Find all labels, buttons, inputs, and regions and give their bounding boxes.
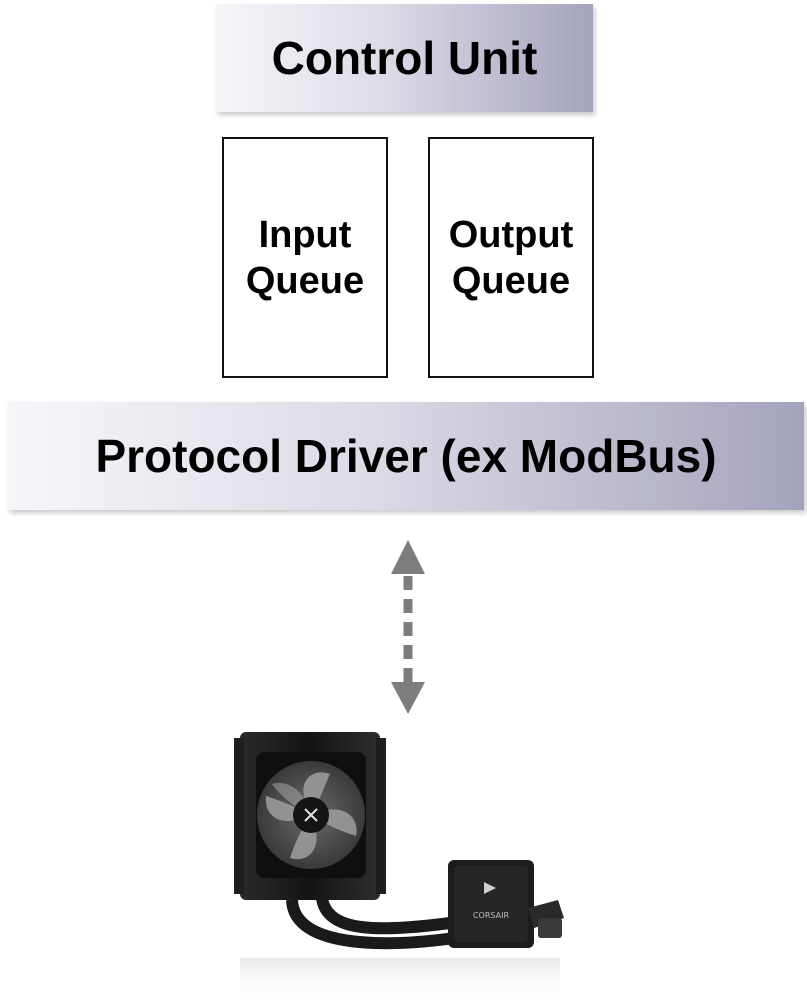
input-queue-label-line1: Input [258,213,352,256]
protocol-driver-label: Protocol Driver (ex ModBus) [95,430,717,482]
input-queue-label-line2: Queue [245,259,365,302]
input-queue-box: Input Queue [222,137,388,378]
output-queue-label-line1: Output [448,213,574,256]
liquid-cooler-icon: CORSAIR [234,732,564,1004]
protocol-driver-box: Protocol Driver (ex ModBus) [8,402,804,510]
output-queue-box: Output Queue [428,137,594,378]
output-queue-label-line2: Queue [451,259,571,302]
control-unit-label: Control Unit [271,32,538,84]
dashed-double-arrow-icon [391,540,425,714]
device-brand: CORSAIR [473,911,510,920]
control-unit-box: Control Unit [216,4,593,112]
